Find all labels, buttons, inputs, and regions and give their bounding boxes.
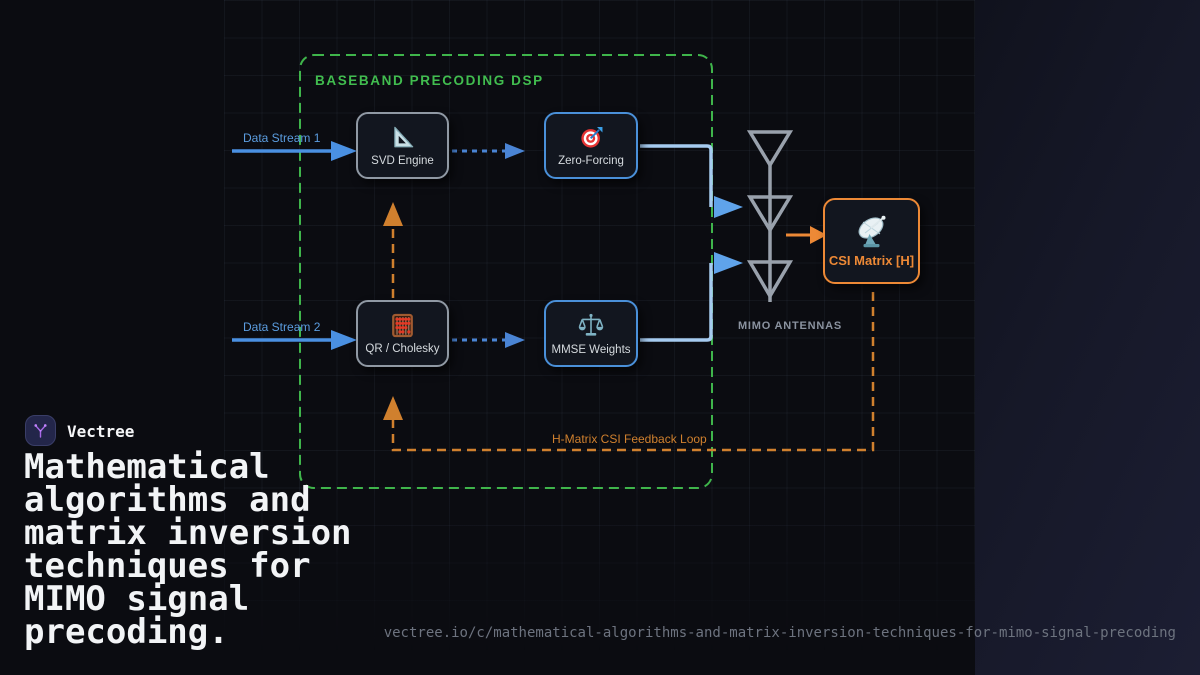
svd-to-zeroforcing-connector [452, 143, 525, 159]
set-square-icon [394, 126, 414, 148]
feedback-loop-label: H-Matrix CSI Feedback Loop [552, 432, 707, 446]
background-gradient [975, 0, 1200, 675]
baseband-group-label: BASEBAND PRECODING DSP [315, 73, 544, 88]
mimo-antennas-label: MIMO ANTENNAS [737, 320, 843, 332]
brand-name: Vectree [67, 422, 135, 441]
data-stream-1-arrow [232, 141, 357, 161]
node-csi-matrix: CSI Matrix [H] [823, 198, 920, 284]
node-label: Zero-Forcing [558, 155, 624, 167]
node-label: QR / Cholesky [365, 343, 440, 355]
headline: Mathematical algorithms and matrix inver… [24, 447, 352, 652]
mmse-to-antenna-wire [640, 252, 743, 342]
node-zero-forcing: Zero-Forcing [544, 112, 638, 179]
antenna-to-csi-arrow [786, 226, 827, 244]
vectree-logo [25, 415, 56, 446]
data-stream-1-label: Data Stream 1 [243, 131, 321, 145]
csi-feedback-loop [383, 202, 875, 452]
data-stream-2-label: Data Stream 2 [243, 320, 321, 334]
node-qr-cholesky: QR / Cholesky [356, 300, 449, 367]
vectree-branch-icon [34, 424, 47, 438]
node-label: SVD Engine [371, 155, 434, 167]
satellite-dish-icon [858, 215, 885, 248]
node-svd-engine: SVD Engine [356, 112, 449, 179]
balance-scale-icon [578, 313, 604, 336]
data-stream-2-arrow [232, 330, 357, 350]
zeroforcing-to-antenna-wire [640, 144, 743, 218]
node-mmse-weights: MMSE Weights [544, 300, 638, 367]
abacus-icon [392, 313, 413, 338]
mimo-antenna-array [746, 130, 794, 302]
node-label: MMSE Weights [551, 343, 631, 356]
footer-url: vectree.io/c/mathematical-algorithms-and… [383, 625, 1176, 641]
target-dart-icon [580, 126, 602, 148]
node-label: CSI Matrix [H] [828, 253, 915, 268]
qr-to-mmse-connector [452, 332, 525, 348]
